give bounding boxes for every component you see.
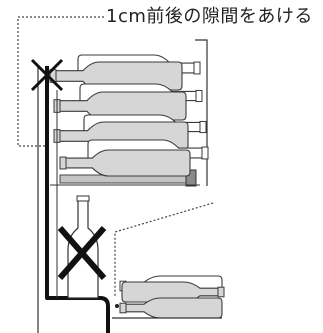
wine-bottle-icon [67, 195, 99, 299]
wall-line [45, 66, 110, 333]
cabinet-outline [195, 39, 208, 186]
lower-gap-guide-line [114, 202, 214, 296]
gap-instruction-caption: 1cm前後の隙間をあける [106, 6, 313, 27]
upper-bottle-stack [49, 54, 209, 177]
gap-callout-line [17, 16, 104, 147]
cross-mark-icon [57, 226, 107, 280]
lower-bottle-stack [119, 275, 225, 319]
lying-bottle [119, 297, 223, 319]
lying-bottle [59, 149, 191, 177]
shelf [50, 169, 200, 187]
cross-mark-icon [30, 58, 64, 92]
gap-marker-dot [115, 304, 119, 308]
